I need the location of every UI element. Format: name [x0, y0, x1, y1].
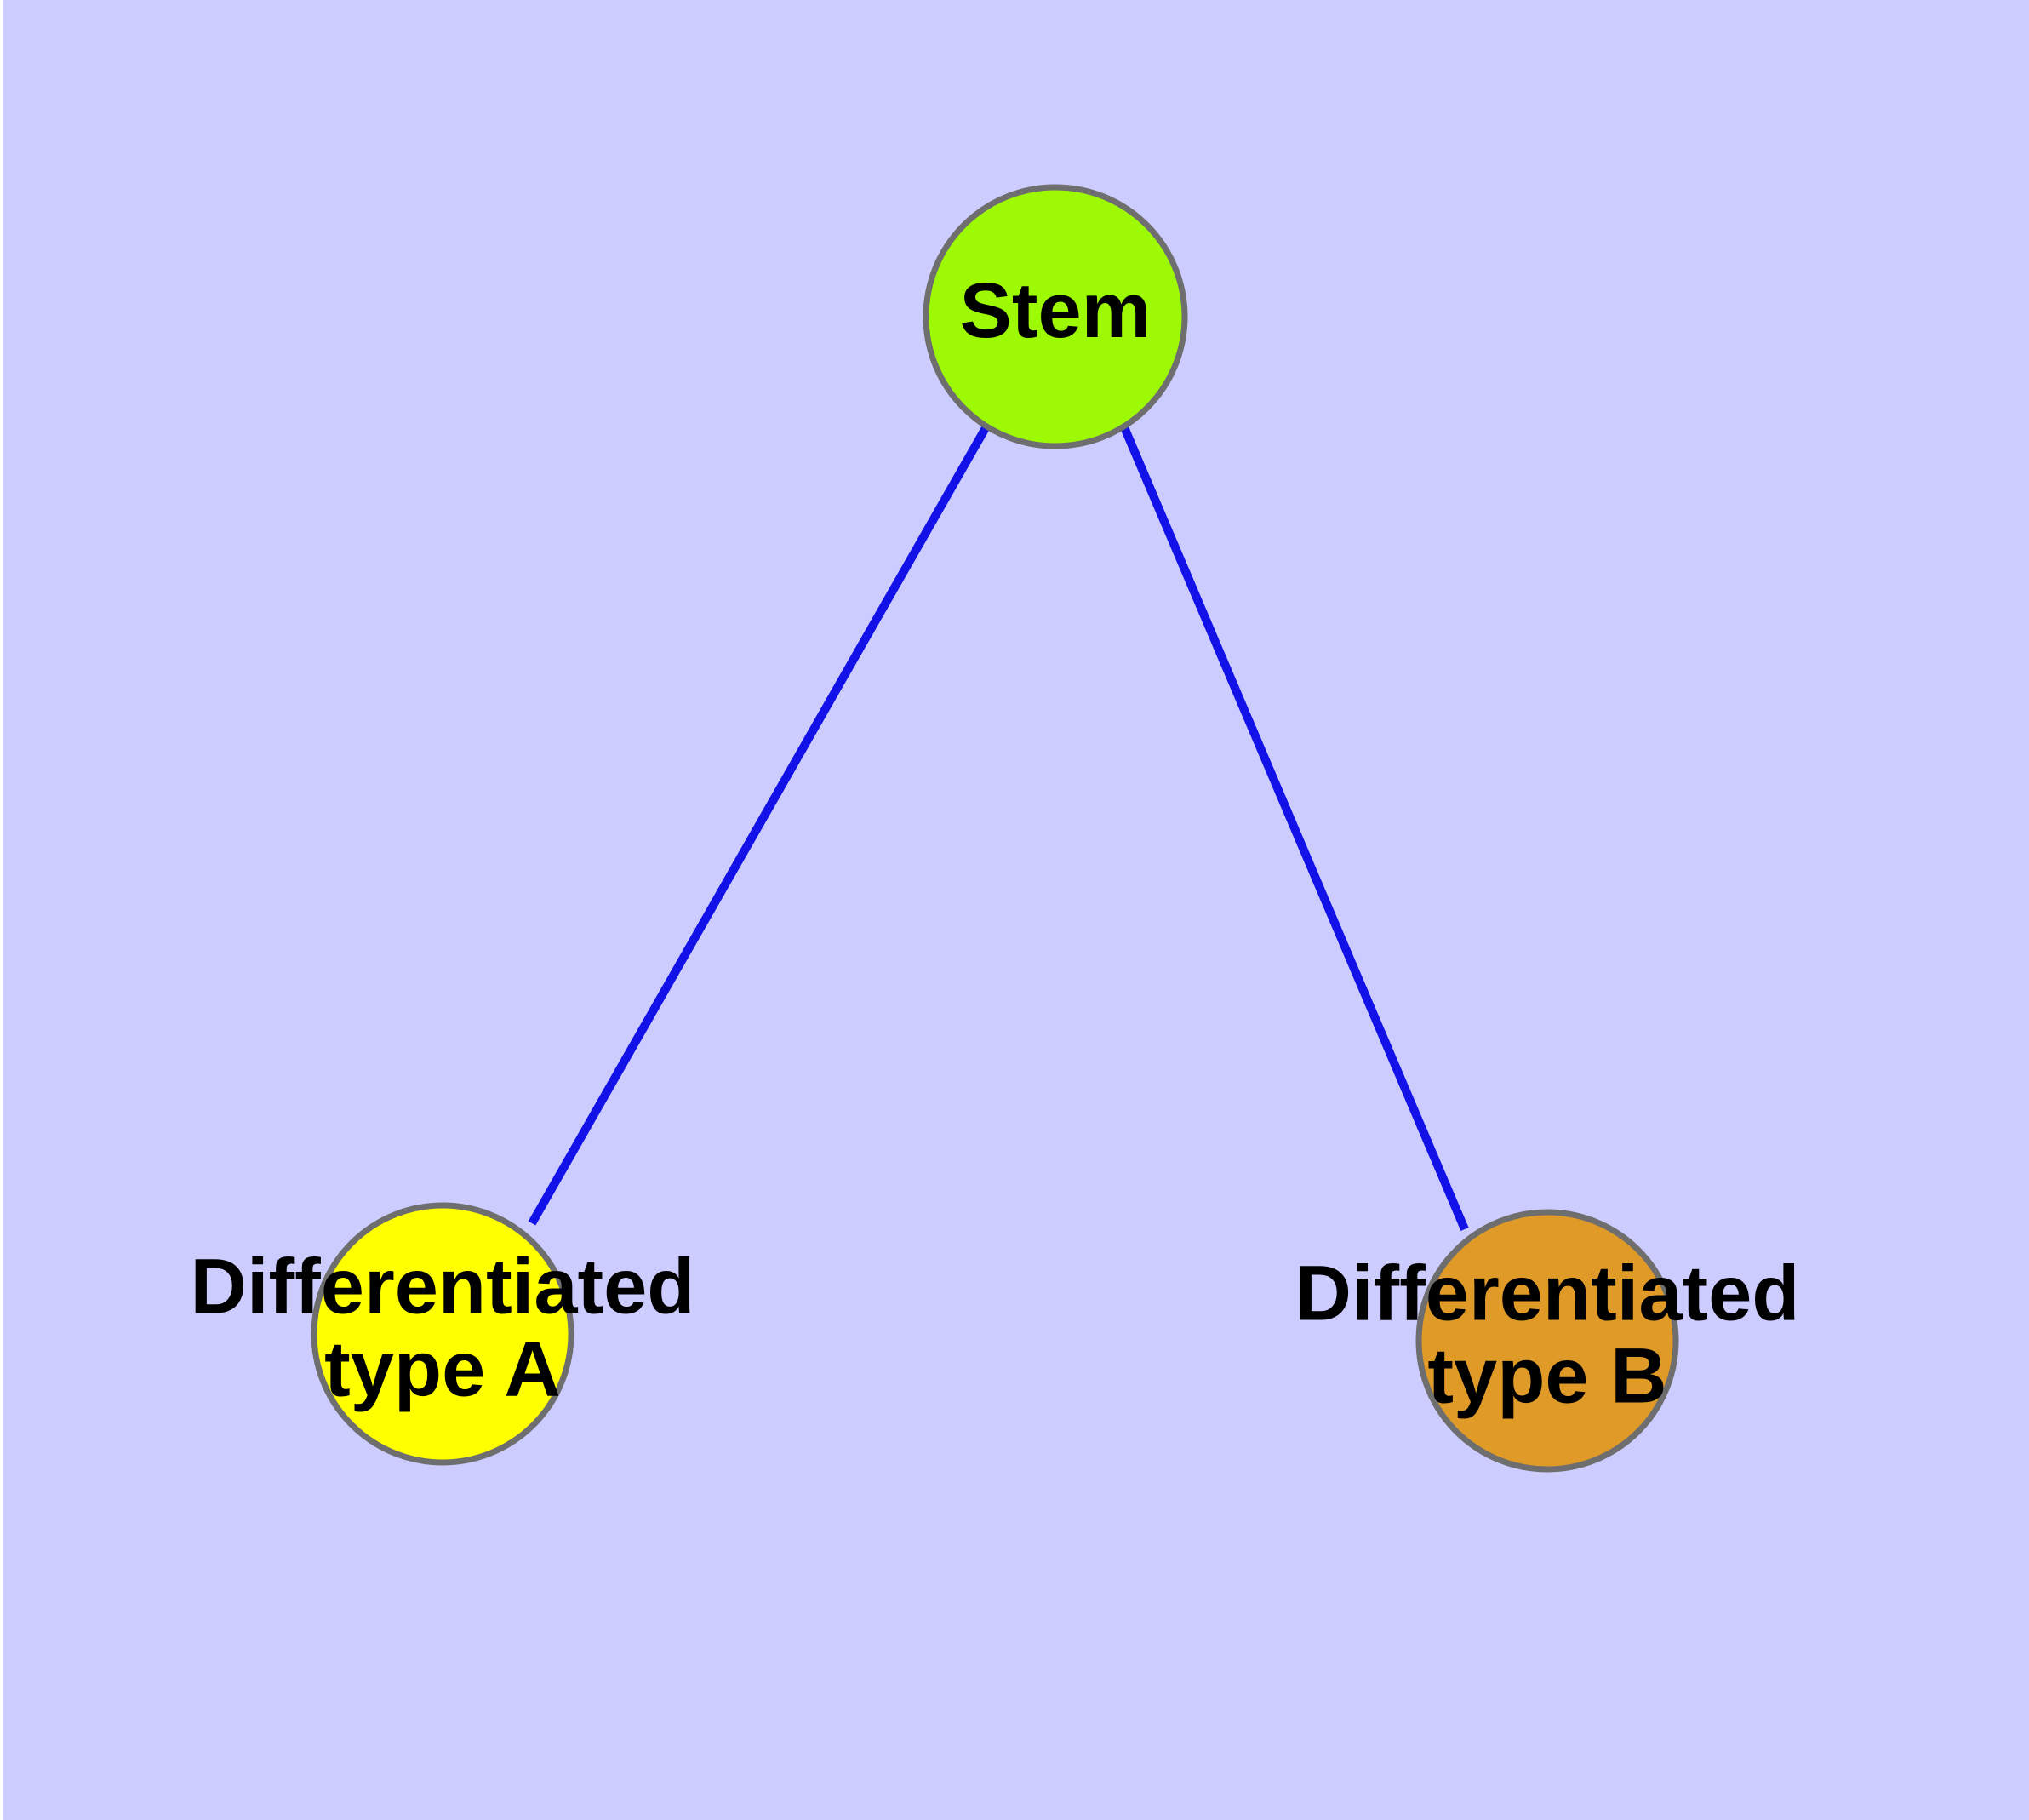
differentiated-type-a-node-circle[interactable] — [311, 1202, 574, 1466]
differentiated-type-b-node-circle[interactable] — [1415, 1209, 1679, 1473]
label-line: type A — [324, 1326, 561, 1413]
edge-stem-to-differentiated-type-b[interactable] — [1120, 426, 1469, 1231]
node-layer — [311, 184, 1679, 1473]
stem-node-label: Stem — [960, 267, 1152, 354]
node-differentiated-type-b[interactable] — [1415, 1209, 1679, 1473]
label-line: Differentiated — [191, 1244, 695, 1331]
node-stem[interactable] — [923, 184, 1188, 449]
label-line: Stem — [960, 267, 1152, 354]
node-differentiated-type-a[interactable] — [311, 1202, 574, 1466]
stem-node-circle[interactable] — [923, 184, 1188, 449]
label-line: Differentiated — [1295, 1251, 1800, 1337]
edge-layer — [528, 424, 1469, 1231]
edge-stem-to-differentiated-type-a[interactable] — [528, 424, 991, 1226]
label-line: type B — [1427, 1333, 1666, 1420]
